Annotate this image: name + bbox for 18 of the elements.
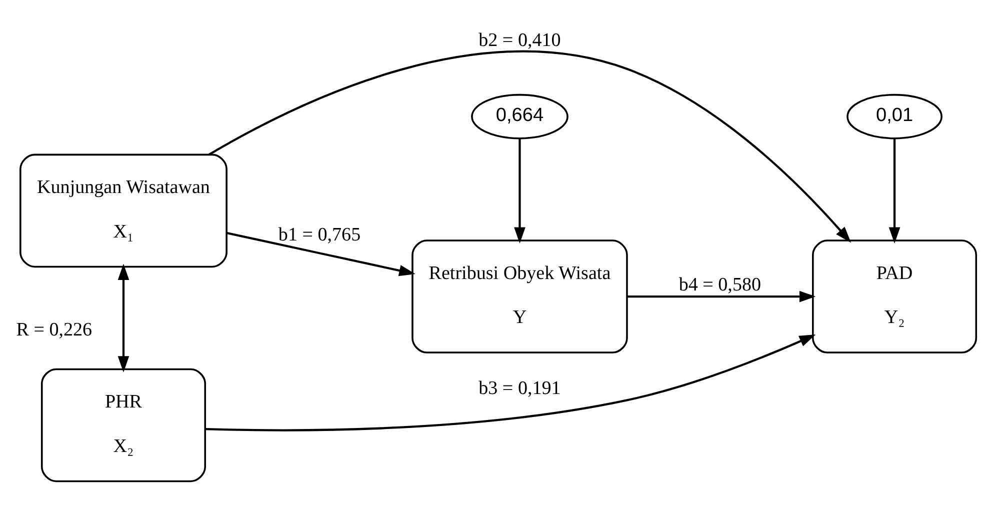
arrow	[204, 334, 816, 431]
arrow	[514, 138, 525, 244]
edge-label: R = 0,226	[16, 319, 92, 340]
node-box: PAD Y₂	[812, 239, 977, 353]
edge-label: b1 = 0,765	[278, 224, 360, 245]
arrow	[888, 138, 900, 244]
arrow	[208, 50, 851, 242]
node-box: Kunjungan Wisatawan X₁	[19, 153, 227, 268]
edge-label: b4 = 0,580	[678, 274, 761, 295]
node-box: PHR X₂	[40, 368, 206, 482]
arrow	[117, 263, 129, 372]
edge-label: b3 = 0,191	[478, 378, 560, 398]
node-ellipse: 0,664	[470, 93, 568, 139]
node-ellipse: 0,01	[846, 93, 942, 139]
arrow	[226, 231, 415, 276]
edge-label: b2 = 0,410	[478, 30, 560, 51]
node-box: Retribusi Obyek Wisata Y	[411, 239, 628, 353]
arrow	[626, 290, 816, 302]
